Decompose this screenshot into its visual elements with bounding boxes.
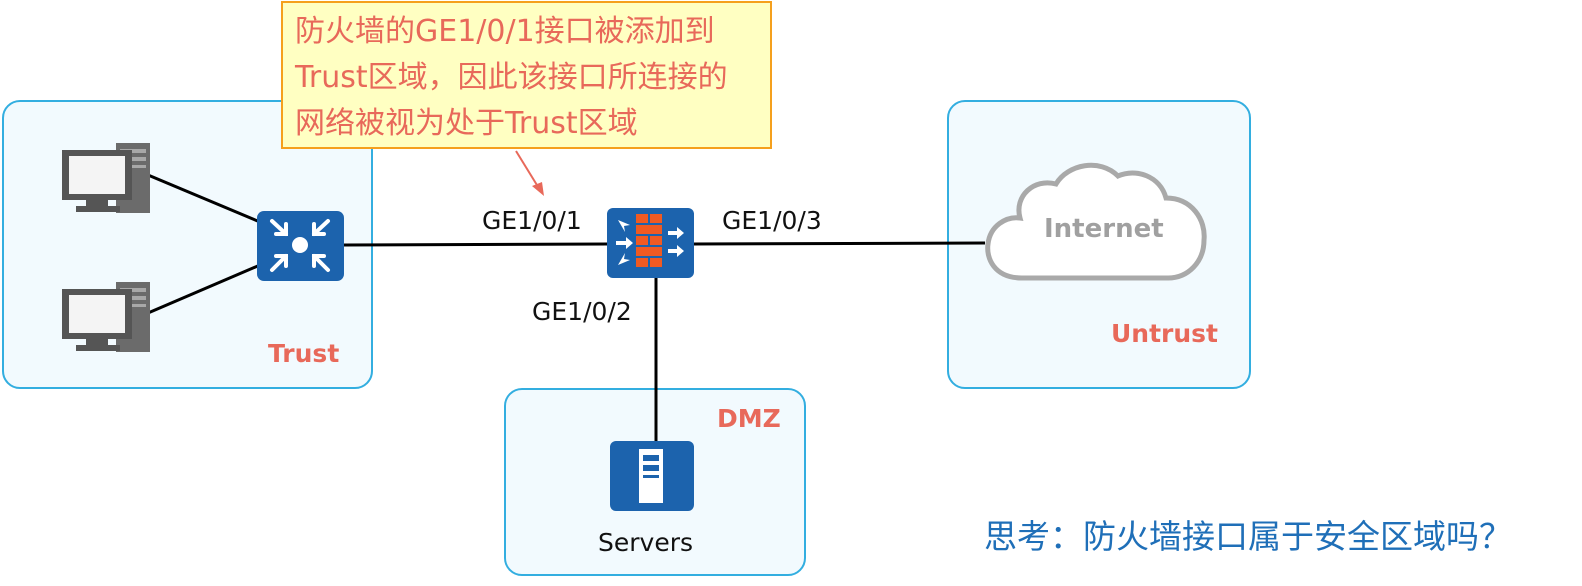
question-text: 思考：防火墙接口属于安全区域吗？: [984, 517, 1512, 556]
zone-label-dmz: DMZ: [717, 404, 781, 433]
zone-label-untrust: Untrust: [1111, 319, 1219, 348]
callout-box: 防火墙的GE1/0/1接口被添加到 Trust区域，因此该接口所连接的 网络被视…: [281, 1, 772, 149]
callout-line: Trust区域，因此该接口所连接的: [295, 60, 728, 95]
callout-line: 网络被视为处于Trust区域: [295, 106, 638, 141]
port-label-ge3: GE1/0/3: [722, 206, 822, 235]
port-label-ge1: GE1/0/1: [482, 206, 582, 235]
cloud-icon: [985, 162, 1207, 281]
pc-icon: [62, 282, 150, 352]
link-firewall-cloud: [691, 241, 986, 246]
link-switch-firewall: [343, 242, 609, 247]
cloud-label: Internet: [1044, 214, 1164, 244]
callout-arrowhead: [532, 182, 544, 196]
zone-label-trust: Trust: [268, 339, 340, 368]
callout-arrow: [515, 150, 541, 191]
servers-label: Servers: [598, 528, 694, 557]
server-icon: [610, 441, 694, 511]
callout-line: 防火墙的GE1/0/1接口被添加到: [295, 14, 715, 49]
pc-icon: [62, 143, 150, 213]
link-pc2-switch: [147, 263, 261, 315]
port-label-ge2: GE1/0/2: [532, 297, 632, 326]
firewall-icon: [607, 208, 694, 278]
switch-icon: [257, 211, 344, 281]
link-pc1-switch: [147, 173, 261, 224]
